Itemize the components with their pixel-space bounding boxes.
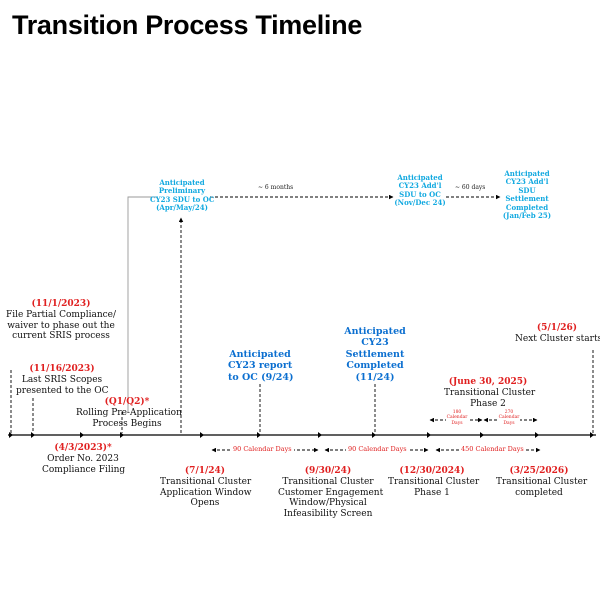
tick (318, 432, 322, 438)
duration-450: 450 Calendar Days (459, 445, 526, 453)
event-connectors (10, 217, 594, 433)
tick (427, 432, 431, 438)
tick (535, 432, 539, 438)
event-e2: (11/16/2023) Last SRIS Scopes presented … (16, 364, 109, 396)
tick (80, 432, 84, 438)
event-e6: (9/30/24) Transitional Cluster Customer … (278, 466, 384, 520)
duration-90b: 90 Calendar Days (346, 445, 409, 453)
event-e8: (June 30, 2025) Transitional Cluster Pha… (444, 377, 536, 409)
event-e7: (12/30/2024) Transitional Cluster Phase … (388, 466, 480, 498)
tick (200, 432, 204, 438)
tick (372, 432, 376, 438)
gap-six-months: ~ 6 months (258, 184, 294, 191)
tick (480, 432, 484, 438)
tick (257, 432, 261, 438)
tick (120, 432, 124, 438)
tick (31, 432, 35, 438)
tick (590, 432, 594, 438)
event-e10: (5/1/26) Next Cluster starts (515, 323, 600, 344)
timeline-ticks (9, 432, 594, 438)
gap-sixty-days: ~ 60 days (455, 184, 486, 191)
duration-90a: 90 Calendar Days (231, 445, 294, 453)
tick (9, 432, 13, 438)
event-e9: (3/25/2026) Transitional Cluster complet… (496, 466, 588, 498)
event-e5: (7/1/24) Transitional Cluster Applicatio… (160, 466, 252, 509)
page-title: Transition Process Timeline (12, 10, 363, 40)
event-e1: (11/1/2023) File Partial Compliance/ wai… (5, 299, 117, 342)
event-e3: (4/3/2023)* Order No. 2023 Compliance Fi… (42, 443, 126, 475)
event-e4: (Q1/Q2)* Rolling Pre-Application Process… (76, 397, 182, 429)
connector-preapp-upper (127, 196, 158, 412)
